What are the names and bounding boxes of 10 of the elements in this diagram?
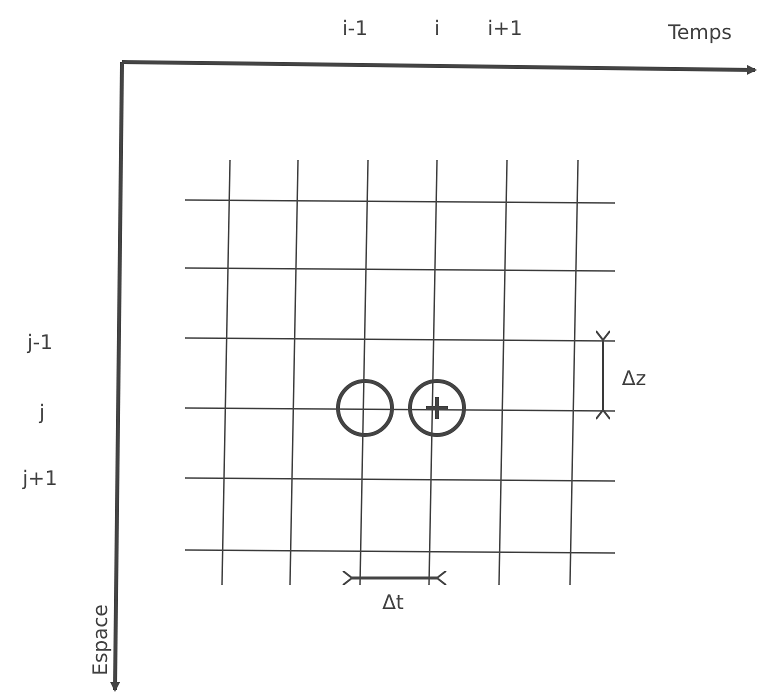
axis-tick-label: i-1 xyxy=(342,16,368,40)
dimension-label: Δz xyxy=(622,366,646,390)
dimension-label: Δt xyxy=(382,590,404,614)
axis-tick-label: j+1 xyxy=(22,466,58,490)
axis-tick-label: i+1 xyxy=(487,16,523,40)
axis-tick-label: j-1 xyxy=(27,330,53,354)
axis-tick-label: j xyxy=(39,400,45,424)
axis-tick-label: i xyxy=(434,16,440,40)
axis-title: Espace xyxy=(88,604,112,676)
axis-title: Temps xyxy=(668,20,732,44)
